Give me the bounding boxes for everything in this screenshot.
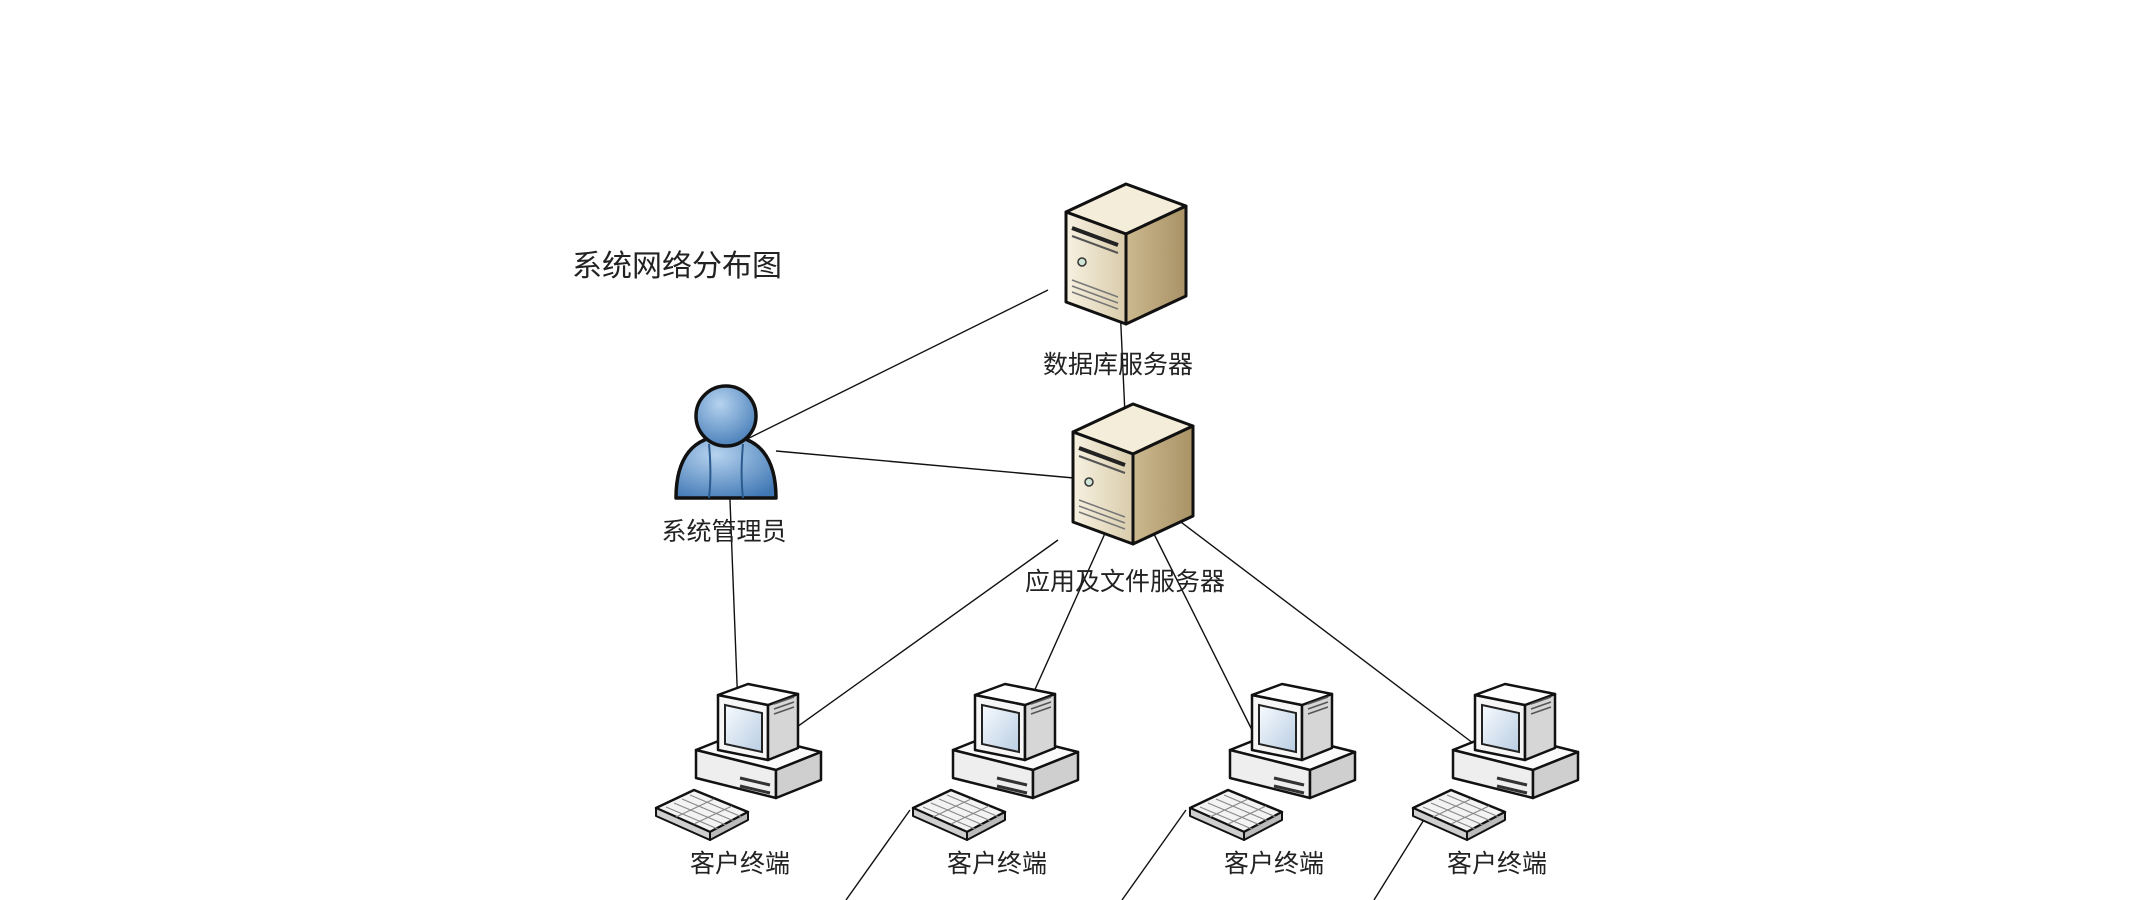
app-server-label: 应用及文件服务器: [1025, 567, 1225, 596]
client-label: 客户终端: [1447, 849, 1547, 878]
cable-line: [1121, 809, 1187, 900]
client-label: 客户终端: [947, 849, 1047, 878]
edge-app-to-client-4: [1127, 481, 1500, 763]
admin-label: 系统管理员: [661, 517, 786, 546]
computer-icon: [654, 682, 823, 842]
client-node-1: 客户终端: [654, 682, 823, 878]
edge-db-to-admin: [731, 289, 1049, 447]
db-server-node: 数据库服务器: [1043, 182, 1193, 379]
computer-icon: [1411, 682, 1580, 842]
app-server-node: 应用及文件服务器: [1025, 402, 1225, 596]
computer-icon: [911, 682, 1080, 842]
user-icon: [674, 384, 778, 500]
server-icon: [1064, 182, 1188, 326]
client-label: 客户终端: [690, 849, 790, 878]
computer-icon: [1188, 682, 1357, 842]
cable-line: [1373, 809, 1431, 900]
diagram-title: 系统网络分布图: [572, 249, 782, 284]
cable-line: [845, 809, 911, 900]
client-node-2: 客户终端: [911, 682, 1080, 878]
client-node-3: 客户终端: [1188, 682, 1357, 878]
client-node-4: 客户终端: [1411, 682, 1580, 878]
edge-app-to-client-1: [746, 539, 1059, 763]
edge-admin-to-app: [775, 450, 1120, 488]
admin-node: 系统管理员: [661, 384, 787, 546]
client-label: 客户终端: [1224, 849, 1324, 878]
db-server-label: 数据库服务器: [1043, 350, 1193, 379]
server-icon: [1071, 402, 1195, 546]
